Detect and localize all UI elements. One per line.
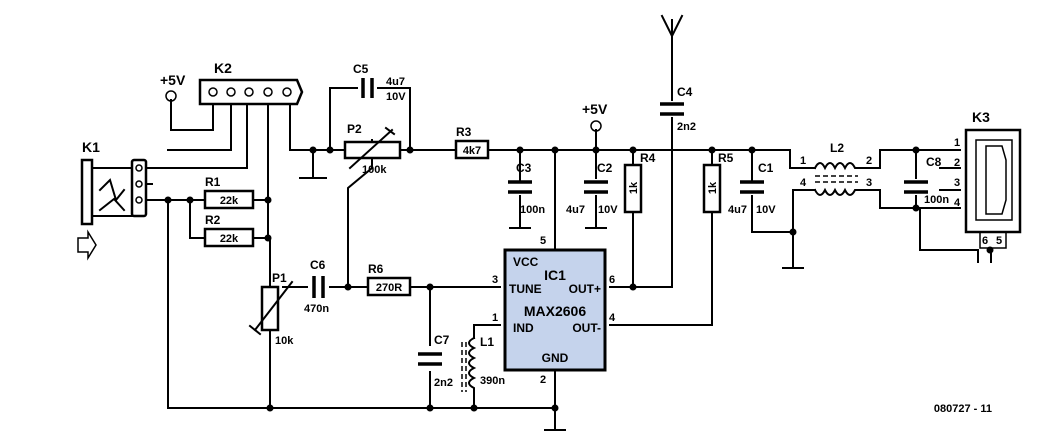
k3-label: K3 <box>972 109 990 125</box>
k1-jack: K1 <box>77 139 148 261</box>
p1-label: P1 <box>272 271 287 285</box>
l2-choke: L2 1 2 4 3 <box>800 141 872 196</box>
r1-resistor: 22k R1 <box>203 175 255 210</box>
ic1-gnd-label: GND <box>542 351 569 365</box>
l2-pin-4: 4 <box>800 177 807 189</box>
c2-capacitor: C2 4u7 10V <box>566 161 618 216</box>
ic1-tune-label: TUNE <box>509 282 542 296</box>
c6-label: C6 <box>310 258 326 272</box>
c5-voltage: 10V <box>386 91 406 103</box>
c5-label: C5 <box>353 62 369 76</box>
k3-usb-connector: K3 1 2 3 4 6 5 <box>954 109 1022 249</box>
c3-label: C3 <box>516 161 532 175</box>
r6-value: 270R <box>376 282 402 294</box>
c2-label: C2 <box>597 161 613 175</box>
l1-inductor: L1 390n <box>461 324 505 396</box>
input-arrow-icon <box>77 229 97 261</box>
ic1-outm-label: OUT- <box>572 321 601 335</box>
r2-value: 22k <box>220 233 239 245</box>
vplus-k2-label: +5V <box>160 72 186 88</box>
ic1-pin-2: 2 <box>540 374 546 386</box>
c1-label: C1 <box>758 161 774 175</box>
vplus-k2: +5V <box>160 72 186 102</box>
r4-label: R4 <box>640 151 656 165</box>
c1-voltage: 10V <box>756 204 776 216</box>
ic1-part: MAX2606 <box>524 303 586 319</box>
l1-value: 390n <box>480 375 505 387</box>
p2-label: P2 <box>347 122 362 136</box>
k3-pin-3: 3 <box>954 177 960 189</box>
r5-resistor: 1k R5 <box>702 151 734 214</box>
c2-value: 4u7 <box>566 204 585 216</box>
r3-resistor: 4k7 R3 <box>454 125 490 160</box>
ic1-name: IC1 <box>544 267 566 283</box>
k3-pin-4: 4 <box>954 197 961 209</box>
ic1-pin-3: 3 <box>492 274 498 286</box>
k3-pin-2: 2 <box>954 157 960 169</box>
c5-capacitor: C5 4u7 10V <box>353 62 406 103</box>
r3-label: R3 <box>456 125 472 139</box>
ic1-max2606: VCC IC1 TUNE OUT+ MAX2606 IND OUT- GND 5… <box>492 235 616 386</box>
r2-resistor: 22k R2 <box>203 213 255 248</box>
p1-value: 10k <box>275 335 294 347</box>
c5-value: 4u7 <box>386 76 405 88</box>
r1-value: 22k <box>220 195 239 207</box>
figure-id: 080727 - 11 <box>934 403 992 415</box>
l2-pin-2: 2 <box>866 155 872 167</box>
r1-label: R1 <box>205 175 221 189</box>
ic1-pin-6: 6 <box>609 274 615 286</box>
ic1-pin-1: 1 <box>492 312 498 324</box>
ic1-vcc-label: VCC <box>513 255 539 269</box>
r5-label: R5 <box>718 151 734 165</box>
c8-label: C8 <box>926 155 942 169</box>
l2-pin-3: 3 <box>866 177 872 189</box>
k2-header: K2 <box>198 60 304 106</box>
r6-resistor: 270R R6 <box>366 262 412 297</box>
k3-pin-6: 6 <box>982 235 988 247</box>
c4-label: C4 <box>677 85 693 99</box>
r4-resistor: 1k R4 <box>623 151 656 214</box>
vplus-ic: +5V <box>582 101 608 132</box>
l2-pin-1: 1 <box>800 155 806 167</box>
c1-capacitor: C1 4u7 10V <box>728 161 776 216</box>
l1-label: L1 <box>480 335 494 349</box>
antenna-icon <box>660 14 684 39</box>
c7-label: C7 <box>434 333 450 347</box>
r2-label: R2 <box>205 213 221 227</box>
r6-label: R6 <box>368 262 384 276</box>
r5-value: 1k <box>707 181 719 194</box>
vplus-ic-label: +5V <box>582 101 608 117</box>
r4-value: 1k <box>628 181 640 194</box>
p2-potentiometer: P2 100k <box>343 122 402 176</box>
c2-voltage: 10V <box>598 204 618 216</box>
ic1-outp-label: OUT+ <box>569 282 601 296</box>
k2-label: K2 <box>214 60 232 76</box>
junction-dots <box>164 146 994 412</box>
ic1-pin-4: 4 <box>609 312 616 324</box>
l2-label: L2 <box>830 141 844 155</box>
c6-value: 470n <box>304 303 329 315</box>
c8-value: 100n <box>924 194 949 206</box>
p2-value: 100k <box>362 164 387 176</box>
k3-pin-5: 5 <box>996 235 1002 247</box>
k1-label: K1 <box>82 139 100 155</box>
ic1-pin-5: 5 <box>540 235 546 247</box>
c7-value: 2n2 <box>434 377 453 389</box>
p1-potentiometer: P1 10k <box>248 271 294 347</box>
c4-value: 2n2 <box>677 121 696 133</box>
k3-pin-1: 1 <box>954 137 960 149</box>
ic1-ind-label: IND <box>513 321 534 335</box>
c3-capacitor: C3 100n <box>508 161 545 216</box>
c3-value: 100n <box>520 204 545 216</box>
c4-capacitor: C4 2n2 <box>660 85 696 133</box>
c6-capacitor: C6 470n <box>304 258 329 315</box>
c1-value: 4u7 <box>728 204 747 216</box>
c7-capacitor: C7 2n2 <box>418 333 453 389</box>
r3-value: 4k7 <box>463 145 481 157</box>
c8-capacitor: C8 100n <box>904 155 949 206</box>
